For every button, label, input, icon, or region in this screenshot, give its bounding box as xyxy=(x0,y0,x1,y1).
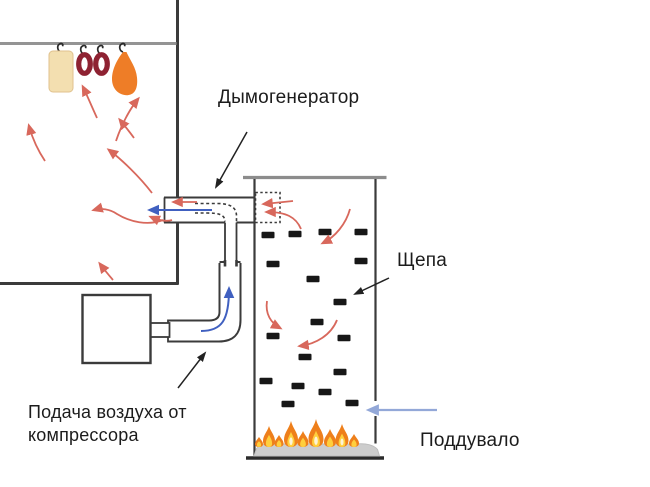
inner-air-tube-dashed xyxy=(195,202,238,222)
smoke-arrow xyxy=(115,96,140,142)
wood-chip xyxy=(261,231,275,239)
smoke-arrow xyxy=(118,117,135,139)
smoked-ham xyxy=(112,52,138,96)
wood-chip xyxy=(266,332,280,340)
flame-inner xyxy=(276,440,282,447)
smoke-arrow xyxy=(265,300,283,330)
elbow-inner xyxy=(168,263,221,322)
smoke-arrow xyxy=(81,84,98,119)
smoke-arrow xyxy=(91,202,164,224)
smoke-arrow xyxy=(148,215,173,226)
label-air-supply: Подача воздуха от компрессора xyxy=(28,402,187,445)
wood-chip xyxy=(306,275,320,283)
air-line xyxy=(149,222,242,343)
wood-chip xyxy=(259,377,273,385)
dashed-tube-bottom xyxy=(195,212,226,222)
smoke-arrow xyxy=(106,148,153,194)
flame-inner xyxy=(300,437,306,447)
smoke-arrow xyxy=(320,208,351,245)
hook-icon xyxy=(118,42,126,53)
flame-core xyxy=(340,438,344,446)
flame-core xyxy=(314,436,318,446)
smoke-generator-body xyxy=(243,175,387,460)
label-air-vent: Поддувало xyxy=(420,430,520,451)
flame-inner xyxy=(326,436,334,447)
smoke-entry-opening xyxy=(254,191,281,224)
meat-hooks xyxy=(56,42,126,55)
wood-chip xyxy=(298,353,312,361)
smoke-arrow xyxy=(98,261,114,281)
air-tube-wall xyxy=(224,222,238,266)
sausage-ring xyxy=(93,52,110,76)
elbow-outer xyxy=(168,263,242,343)
wood-chip xyxy=(354,257,368,265)
air-supply-pointer xyxy=(177,351,207,389)
wood-chips-pointer xyxy=(353,277,390,295)
air-flow-arrows xyxy=(147,204,437,416)
compressor-box xyxy=(81,293,152,365)
wood-chip xyxy=(310,318,324,326)
wood-chip xyxy=(281,400,295,408)
wood-chip xyxy=(333,298,347,306)
sausage-ring xyxy=(76,52,93,76)
smoke-arrow xyxy=(261,198,294,209)
flame-inner xyxy=(351,439,357,447)
lard-slab xyxy=(48,50,74,93)
label-smoke-generator: Дымогенератор xyxy=(218,87,360,108)
flame-core xyxy=(289,437,293,446)
label-wood-chips: Щепа xyxy=(397,250,448,271)
wood-chip xyxy=(318,228,332,236)
wood-chip xyxy=(333,368,347,376)
wood-chip xyxy=(266,260,280,268)
wood-chip xyxy=(345,399,359,407)
dashed-tube-top xyxy=(195,202,238,222)
smoke-generator-pointer xyxy=(214,131,248,189)
smoke-arrow xyxy=(297,319,338,351)
hanging-products xyxy=(48,50,138,96)
hook-icon xyxy=(56,42,64,53)
flame-inner xyxy=(256,441,262,447)
wood-chip xyxy=(318,388,332,396)
wood-chip xyxy=(337,334,351,342)
wood-chip xyxy=(288,230,302,238)
wood-chips-group xyxy=(259,228,368,408)
hook-icon xyxy=(96,44,104,55)
fire-flames-group xyxy=(255,419,359,447)
smoke-arrow xyxy=(26,123,46,162)
flame-inner xyxy=(265,434,273,447)
smoke-arrow xyxy=(264,206,302,230)
label-pointers xyxy=(177,131,390,389)
wood-chip xyxy=(354,228,368,236)
air-tube-tip xyxy=(223,260,238,267)
air-arrow xyxy=(200,286,235,332)
wood-chip xyxy=(291,382,305,390)
smoking-chamber xyxy=(0,0,179,285)
compressor-nozzle xyxy=(149,322,171,338)
smoke-flow-arrows xyxy=(26,84,351,351)
hook-icon xyxy=(79,44,87,55)
